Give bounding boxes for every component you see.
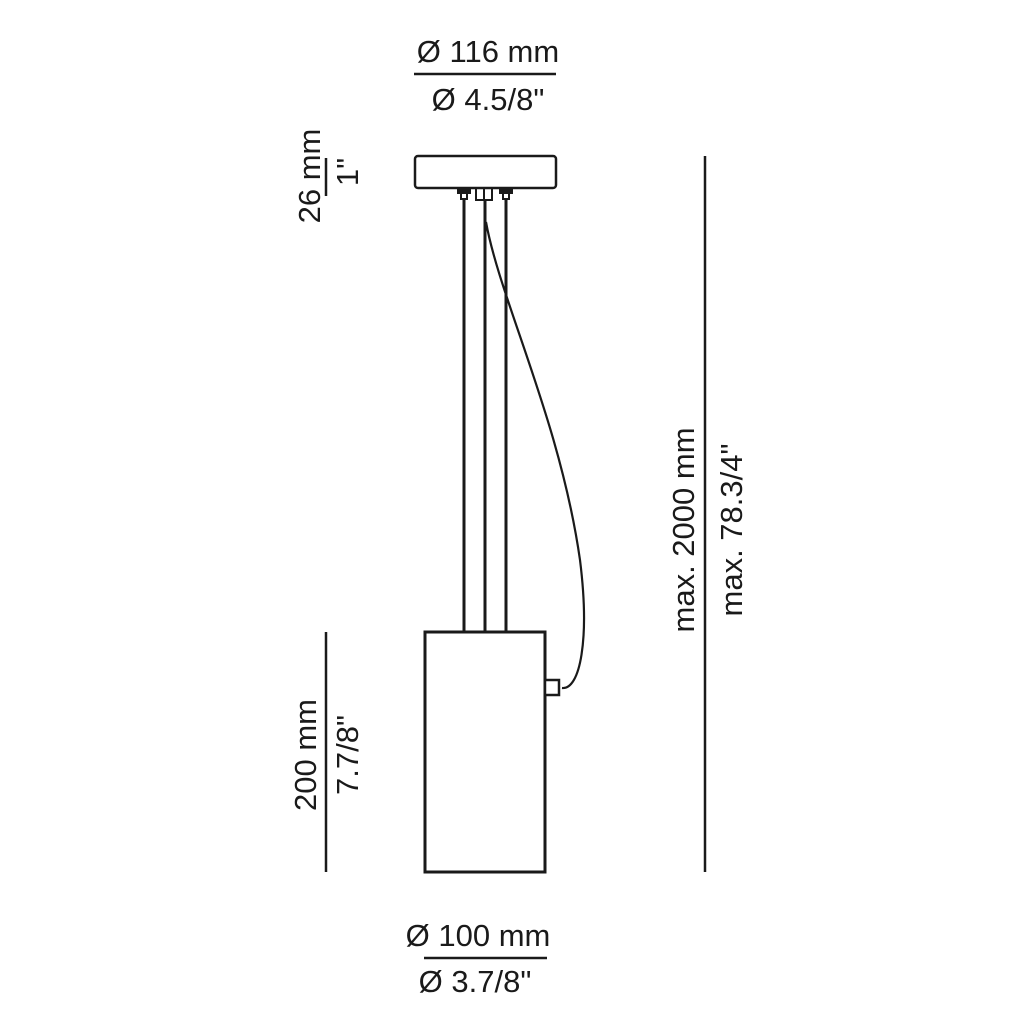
canopy-height-label: 26 mm 1" (292, 129, 365, 224)
shade-diameter-metric: Ø 100 mm (406, 918, 551, 953)
canopy-diameter-imperial: Ø 4.5/8" (432, 82, 545, 117)
canopy-height-imperial: 1" (330, 158, 365, 186)
canopy-diameter-label: Ø 116 mm Ø 4.5/8" (414, 34, 559, 117)
lamp-shade (423, 630, 547, 874)
total-height-metric: max. 2000 mm (666, 427, 701, 632)
shade-diameter-label: Ø 100 mm Ø 3.7/8" (406, 918, 551, 999)
canopy-diameter-metric: Ø 116 mm (417, 34, 559, 69)
shade-height-metric: 200 mm (288, 699, 323, 811)
shade-diameter-imperial: Ø 3.7/8" (419, 964, 532, 999)
total-height-imperial: max. 78.3/4" (714, 444, 749, 617)
shade-height-imperial: 7.7/8" (330, 715, 365, 795)
shade-height-label: 200 mm 7.7/8" (288, 699, 365, 811)
total-height-label: max. 2000 mm max. 78.3/4" (666, 427, 749, 632)
canopy (413, 154, 558, 190)
power-cable (484, 221, 585, 690)
canopy-connectors (457, 187, 513, 201)
suspension-wires (462, 199, 508, 632)
canopy-height-metric: 26 mm (292, 129, 327, 224)
cable-entry (543, 678, 561, 697)
